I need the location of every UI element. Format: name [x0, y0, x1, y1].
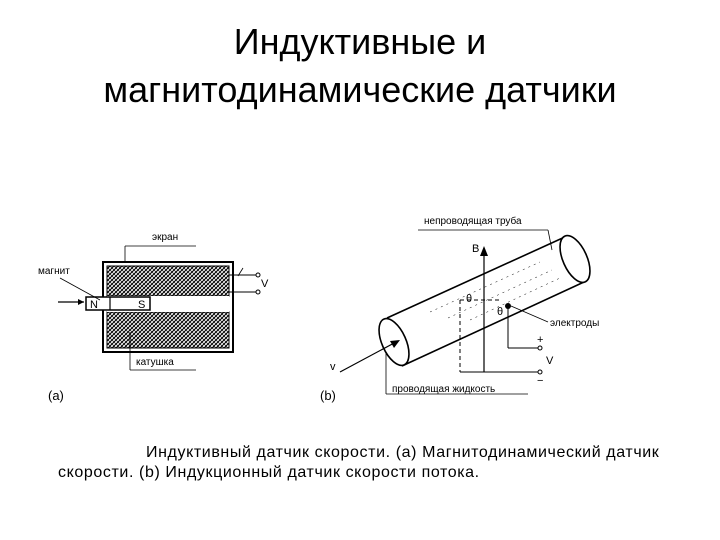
pipe-label: непроводящая труба — [424, 215, 522, 227]
field-label: B — [472, 243, 479, 255]
panel-label-a: (a) — [48, 388, 64, 403]
angle-label-1: θ — [466, 293, 472, 305]
velocity-label: v — [330, 361, 336, 373]
title-line-2: магнитодинамические датчики — [103, 69, 617, 110]
magnet-bar — [85, 296, 151, 311]
liquid-label: проводящая жидкость — [392, 384, 495, 395]
coil-label: катушка — [136, 357, 174, 368]
slide-title: Индуктивные и магнитодинамические датчик… — [0, 18, 720, 114]
magnet-label: магнит — [38, 266, 70, 277]
panel-label-b: (b) — [320, 388, 336, 403]
coil-upper — [106, 265, 230, 297]
pipe-top-edge — [386, 235, 568, 319]
diagram-b: B θ θ электроды + − V v непроводящая тру… — [320, 215, 599, 403]
south-pole-label: S — [138, 299, 145, 311]
coil-lower — [106, 311, 230, 349]
angle-label-2: θ — [497, 306, 503, 318]
title-line-1: Индуктивные и — [233, 21, 487, 62]
output-voltage-a: V — [261, 278, 269, 290]
minus-terminal: − — [537, 375, 543, 387]
diagram-a: N S магнит экран катушка V (a) — [38, 232, 269, 403]
figure-caption: Индуктивный датчик скорости. (a) Магнито… — [58, 443, 698, 483]
pipe-far-end — [559, 234, 591, 284]
plus-terminal: + — [537, 334, 543, 346]
north-pole-label: N — [90, 299, 98, 311]
screen-label: экран — [152, 232, 178, 243]
output-voltage-b: V — [546, 355, 554, 367]
caption-line-2: скорости. (b) Индукционный датчик скорос… — [58, 464, 480, 481]
caption-line-1: Индуктивный датчик скорости. (a) Магнито… — [146, 444, 660, 461]
electrodes-label: электроды — [550, 318, 599, 329]
pipe-bottom-edge — [401, 281, 585, 367]
